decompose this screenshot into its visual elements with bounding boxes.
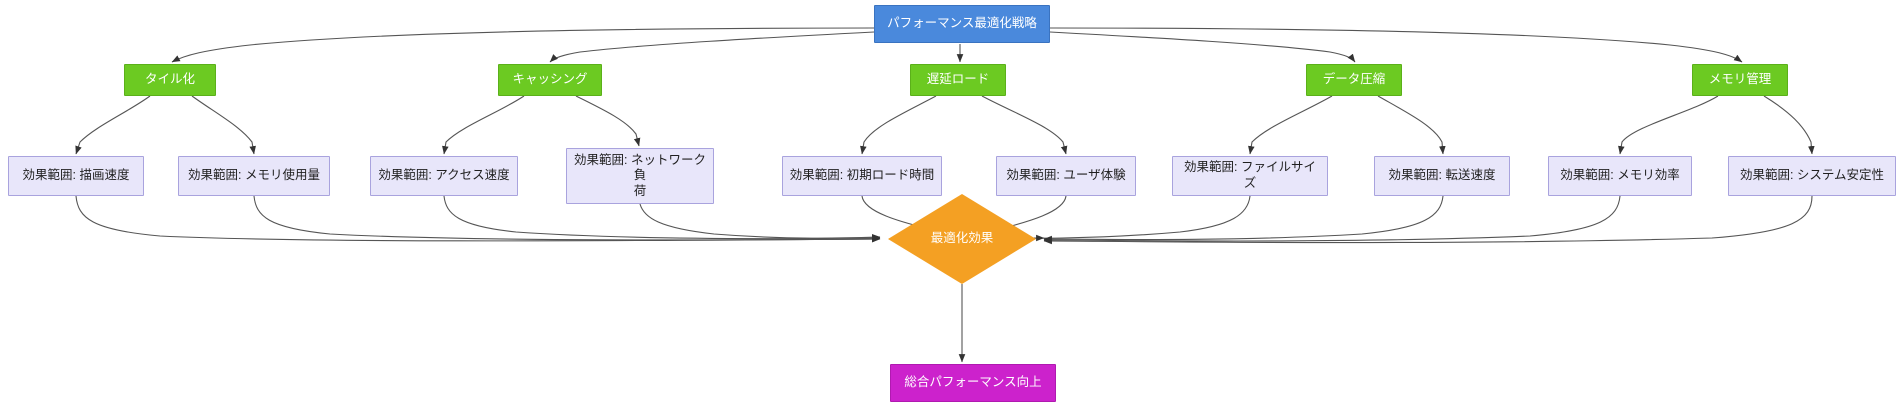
node-effect-user-experience[interactable]: 効果範囲: ユーザ体験: [996, 156, 1136, 196]
node-effect-initial-load-label: 効果範囲: 初期ロード時間: [789, 168, 935, 183]
edge-memory-eff-opt: [1043, 195, 1621, 244]
node-strategy-caching-label: キャッシング: [512, 72, 588, 87]
edge-lazyload-initial-load: [860, 95, 937, 155]
node-optimization-effect[interactable]: 最適化効果: [888, 194, 1036, 284]
node-effect-draw-speed-label: 効果範囲: 描画速度: [22, 168, 130, 183]
node-overall-performance-label: 総合パフォーマンス向上: [904, 375, 1042, 390]
node-effect-draw-speed[interactable]: 効果範囲: 描画速度: [8, 156, 144, 196]
node-strategy-compression[interactable]: データ圧縮: [1306, 64, 1402, 96]
node-effect-transfer-speed[interactable]: 効果範囲: 転送速度: [1374, 156, 1510, 196]
node-effect-access-speed[interactable]: 効果範囲: アクセス速度: [370, 156, 518, 196]
node-effect-file-size-label: 効果範囲: ファイルサイズ: [1184, 160, 1316, 190]
edge-file-size-opt: [1032, 195, 1251, 242]
edge-caching-network-load: [575, 95, 641, 147]
edge-tiling-draw-speed: [75, 95, 151, 155]
node-strategy-tiling-label: タイル化: [144, 72, 195, 87]
node-strategy-lazyload[interactable]: 遅延ロード: [910, 64, 1006, 96]
node-strategy-tiling[interactable]: タイル化: [124, 64, 216, 96]
node-effect-initial-load[interactable]: 効果範囲: 初期ロード時間: [782, 156, 942, 196]
node-strategy-lazyload-label: 遅延ロード: [926, 72, 990, 87]
node-effect-system-stability-label: 効果範囲: システム安定性: [1739, 168, 1885, 183]
edge-lazyload-user-exp: [981, 95, 1068, 155]
edge-root-memory: [1049, 27, 1743, 63]
node-overall-performance[interactable]: 総合パフォーマンス向上: [890, 364, 1056, 402]
node-effect-file-size[interactable]: 効果範囲: ファイルサイズ: [1172, 156, 1328, 196]
edge-caching-access-speed: [442, 95, 525, 155]
node-effect-memory-efficiency-label: 効果範囲: メモリ効率: [1560, 168, 1680, 183]
edge-memory-stability: [1763, 95, 1815, 155]
node-strategy-compression-label: データ圧縮: [1322, 72, 1386, 87]
edge-root-caching: [549, 31, 875, 63]
node-root-strategy-label: パフォーマンス最適化戦略: [887, 16, 1037, 31]
node-effect-memory-usage-label: 効果範囲: メモリ使用量: [188, 168, 320, 183]
node-strategy-caching[interactable]: キャッシング: [498, 64, 602, 96]
node-effect-memory-efficiency[interactable]: 効果範囲: メモリ効率: [1548, 156, 1692, 196]
edge-network-load-opt: [639, 203, 881, 241]
edge-stability-opt: [1043, 195, 1813, 245]
edge-transfer-opt: [1043, 195, 1444, 243]
node-strategy-memory[interactable]: メモリ管理: [1692, 64, 1788, 96]
edge-root-compression: [1049, 31, 1356, 63]
edge-tiling-memory-usage: [191, 95, 256, 155]
edge-compression-file-size: [1248, 95, 1333, 155]
node-effect-memory-usage[interactable]: 効果範囲: メモリ使用量: [178, 156, 330, 196]
edge-compression-transfer: [1377, 95, 1446, 155]
node-effect-transfer-speed-label: 効果範囲: 転送速度: [1388, 168, 1496, 183]
node-optimization-effect-label: 最適化効果: [930, 231, 994, 246]
edge-root-tiling: [171, 27, 875, 63]
node-root-strategy[interactable]: パフォーマンス最適化戦略: [874, 5, 1050, 43]
node-effect-network-load-label: 効果範囲: ネットワーク負 荷: [574, 152, 706, 198]
edge-memory-memory-eff: [1618, 95, 1719, 155]
node-effect-system-stability[interactable]: 効果範囲: システム安定性: [1728, 156, 1896, 196]
node-effect-network-load[interactable]: 効果範囲: ネットワーク負 荷: [566, 148, 714, 204]
node-effect-access-speed-label: 効果範囲: アクセス速度: [378, 168, 510, 183]
node-strategy-memory-label: メモリ管理: [1708, 72, 1772, 87]
node-effect-user-experience-label: 効果範囲: ユーザ体験: [1006, 168, 1126, 183]
edge-draw-speed-opt: [75, 195, 881, 243]
